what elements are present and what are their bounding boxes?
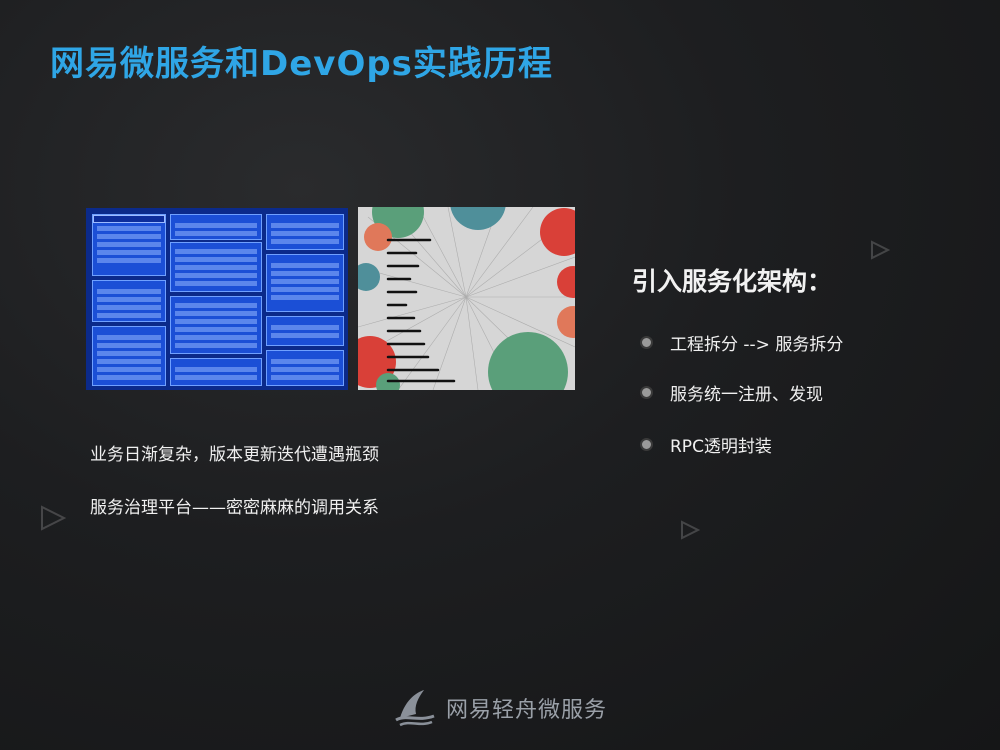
bullet-text: 工程拆分 --> 服务拆分 [670,335,844,355]
service-architecture-image [86,208,348,390]
bullet-text: 服务统一注册、发现 [670,385,823,405]
caption-governance: 服务治理平台——密密麻麻的调用关系 [90,498,379,518]
caption-complexity: 业务日渐复杂，版本更新迭代遭遇瓶颈 [90,445,379,465]
bullet-item: 工程拆分 --> 服务拆分 [640,330,843,355]
bullet-text: RPC透明封装 [670,437,772,457]
footer-brand: 网易轻舟微服务 [392,688,607,728]
section-heading: 引入服务化架构： [632,267,833,296]
bullet-item: RPC透明封装 [640,432,772,457]
service-call-graph-image [358,207,575,390]
bullet-dot-icon [640,336,653,349]
bullet-item: 服务统一注册、发现 [640,380,823,405]
bullet-dot-icon [640,438,653,451]
slide-title: 网易微服务和DevOps实践历程 [50,44,553,84]
footer-brand-text: 网易轻舟微服务 [446,698,608,723]
background-triangle-icon [41,505,66,531]
background-triangle-icon [871,240,890,260]
background-triangle-icon [681,520,700,540]
boat-wave-logo-icon [395,690,435,727]
bullet-dot-icon [640,386,653,399]
